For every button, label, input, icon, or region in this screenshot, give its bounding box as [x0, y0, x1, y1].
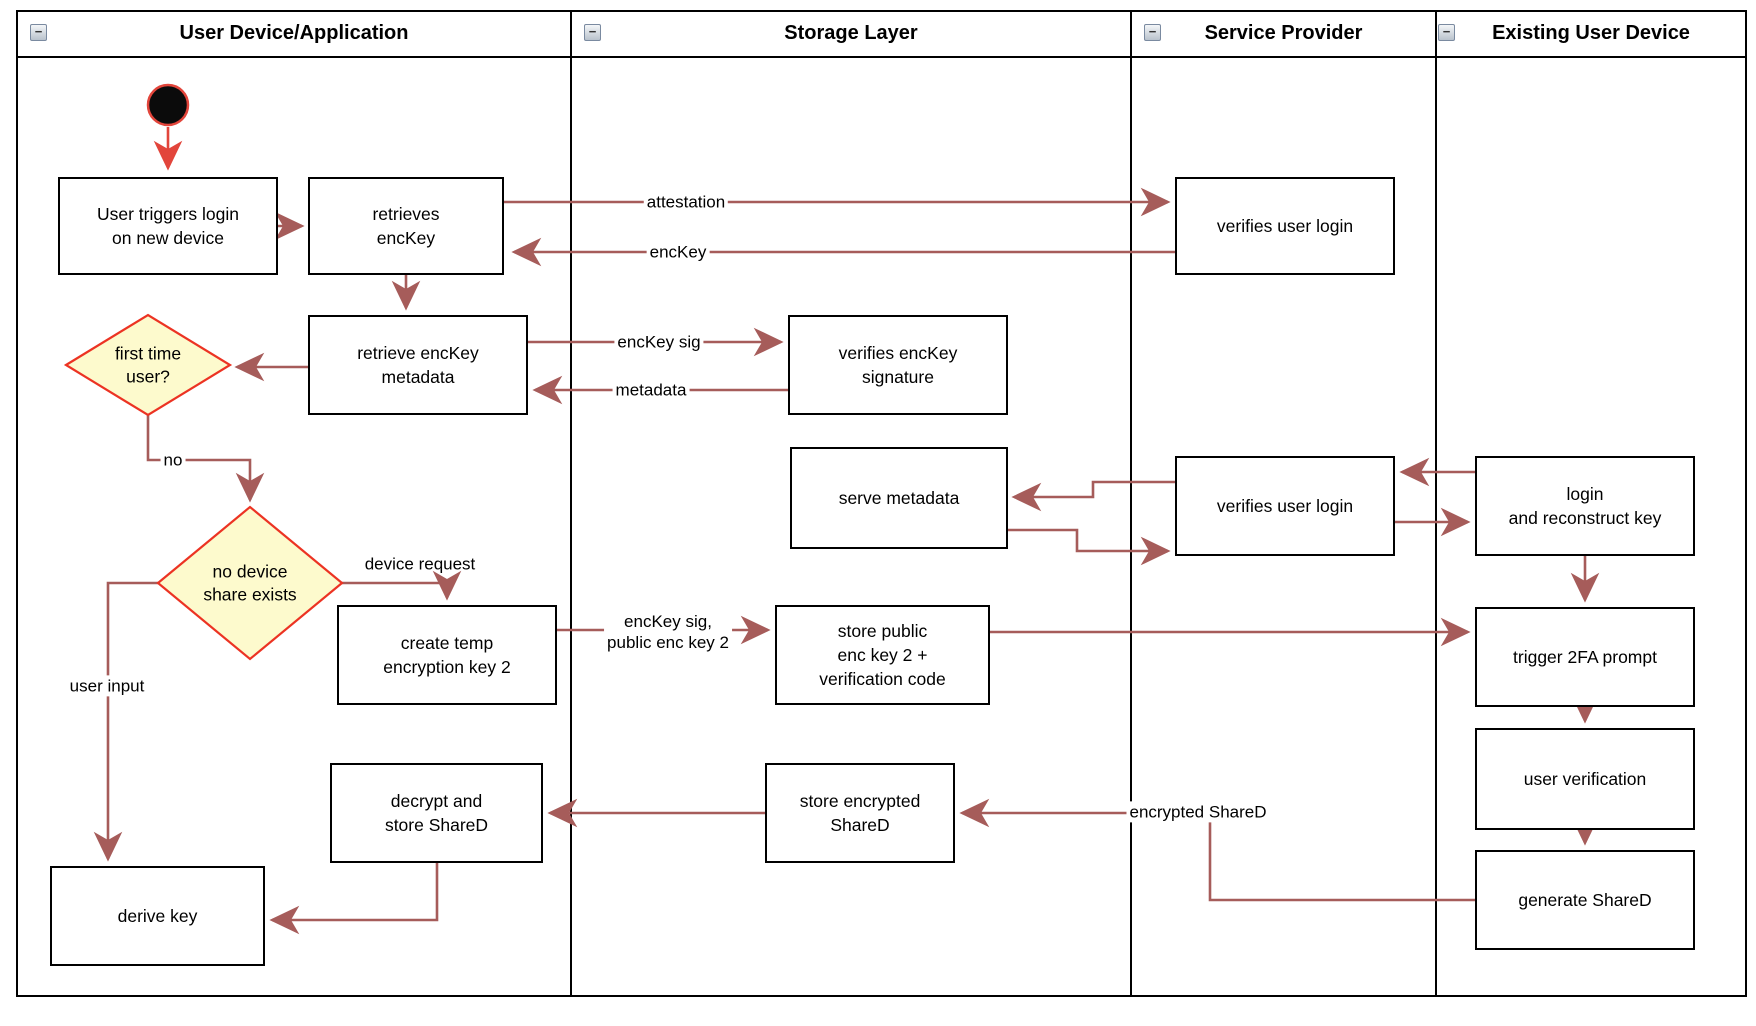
node-user-triggers-login[interactable]: User triggers login on new device — [58, 177, 278, 275]
lane-title-user-device: User Device/Application — [179, 22, 409, 44]
edge-device-request[interactable] — [342, 570, 462, 601]
edge-label-enckey-sig-public[interactable]: encKey sig, public enc key 2 — [604, 610, 732, 654]
edge-encrypted-shared[interactable] — [959, 798, 1475, 902]
lane-divider-3 — [1435, 10, 1437, 997]
decision-first-time-user-label[interactable]: first time user? — [114, 343, 182, 386]
lane-title-service-provider: Service Provider — [1204, 22, 1363, 44]
node-verifies-user-login-1[interactable]: verifies user login — [1175, 177, 1395, 275]
edge-label-device-request[interactable]: device request — [364, 554, 476, 574]
node-login-and-reconstruct-key[interactable]: login and reconstruct key — [1475, 456, 1695, 556]
decision-no-device-share-label[interactable]: no device share exists — [203, 561, 297, 604]
node-serve-metadata[interactable]: serve metadata — [790, 447, 1008, 549]
edge-no-branch[interactable] — [146, 415, 265, 503]
collapse-icon[interactable]: − — [30, 24, 47, 41]
diagram-frame — [16, 10, 1747, 997]
node-store-encrypted-shared[interactable]: store encrypted ShareD — [765, 763, 955, 863]
edge-decrypt-to-derive[interactable] — [269, 863, 439, 935]
collapse-icon[interactable]: − — [1144, 24, 1161, 41]
node-retrieve-enckey-metadata[interactable]: retrieve encKey metadata — [308, 315, 528, 415]
lane-title-existing-user-device: Existing User Device — [1492, 22, 1690, 44]
node-trigger-2fa-prompt[interactable]: trigger 2FA prompt — [1475, 607, 1695, 707]
collapse-icon[interactable]: − — [1438, 24, 1455, 41]
lane-header-separator — [16, 56, 1747, 58]
node-user-verification[interactable]: user verification — [1475, 728, 1695, 830]
node-store-public-enc-key-2[interactable]: store public enc key 2 + verification co… — [775, 605, 990, 705]
collapse-icon[interactable]: − — [584, 24, 601, 41]
lane-divider-1 — [570, 10, 572, 997]
lane-divider-2 — [1130, 10, 1132, 997]
node-verifies-enckey-signature[interactable]: verifies encKey signature — [788, 315, 1008, 415]
lane-title-storage-layer: Storage Layer — [784, 22, 918, 44]
edge-label-user-input[interactable]: user input — [66, 675, 148, 697]
edge-label-attestation[interactable]: attestation — [643, 191, 729, 213]
edge-user-input[interactable] — [93, 581, 158, 862]
edge-serve-metadata-to-verify-login2[interactable] — [1008, 528, 1171, 566]
node-retrieves-enckey[interactable]: retrieves encKey — [308, 177, 504, 275]
node-decrypt-and-store-shared[interactable]: decrypt and store ShareD — [330, 763, 543, 863]
start-node[interactable] — [146, 83, 190, 127]
node-derive-key[interactable]: derive key — [50, 866, 265, 966]
node-create-temp-encryption-key-2[interactable]: create temp encryption key 2 — [337, 605, 557, 705]
edge-label-enckey[interactable]: encKey — [646, 241, 710, 263]
node-generate-shared[interactable]: generate ShareD — [1475, 850, 1695, 950]
edge-label-encrypted-shared[interactable]: encrypted ShareD — [1126, 801, 1270, 823]
decision-no-device-share[interactable] — [156, 505, 344, 661]
edge-label-enckey-sig[interactable]: encKey sig — [614, 331, 704, 353]
edge-label-no[interactable]: no — [160, 449, 186, 471]
decision-first-time-user[interactable] — [63, 313, 233, 417]
edge-label-metadata[interactable]: metadata — [612, 379, 690, 401]
node-verifies-user-login-2[interactable]: verifies user login — [1175, 456, 1395, 556]
edge-verify-login2-to-serve-metadata[interactable] — [1011, 480, 1175, 512]
